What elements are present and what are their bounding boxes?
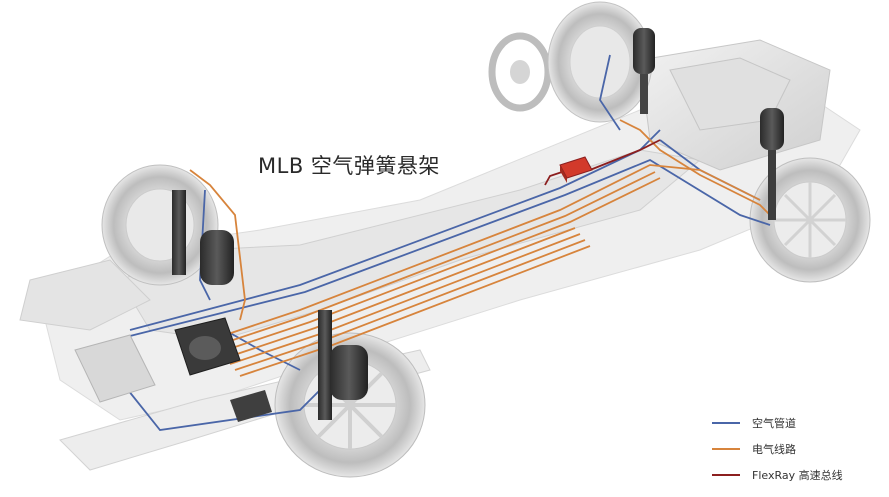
legend: 空气管道 电气线路 FlexRay 高速总线: [712, 410, 882, 488]
legend-swatch-flexray: [712, 474, 740, 476]
legend-label-flexray: FlexRay 高速总线: [752, 469, 843, 482]
legend-swatch-electrical: [712, 448, 740, 450]
strut-front-right: [760, 108, 784, 220]
strut-front-left: [633, 28, 655, 114]
compressor: [174, 317, 272, 422]
diagram-title: MLB 空气弹簧悬架: [258, 154, 440, 178]
legend-label-air: 空气管道: [752, 417, 796, 430]
strut-rear-left: [172, 190, 234, 285]
wheel-rear-right: [274, 332, 426, 478]
legend-item-air: 空气管道: [712, 410, 882, 436]
legend-swatch-air: [712, 422, 740, 424]
legend-label-electrical: 电气线路: [752, 443, 796, 456]
air-reservoir: [74, 334, 156, 403]
strut-rear-right: [318, 310, 368, 420]
legend-item-flexray: FlexRay 高速总线: [712, 462, 882, 488]
control-module: [559, 156, 593, 183]
legend-item-electrical: 电气线路: [712, 436, 882, 462]
wheel-front-right: [749, 157, 871, 283]
